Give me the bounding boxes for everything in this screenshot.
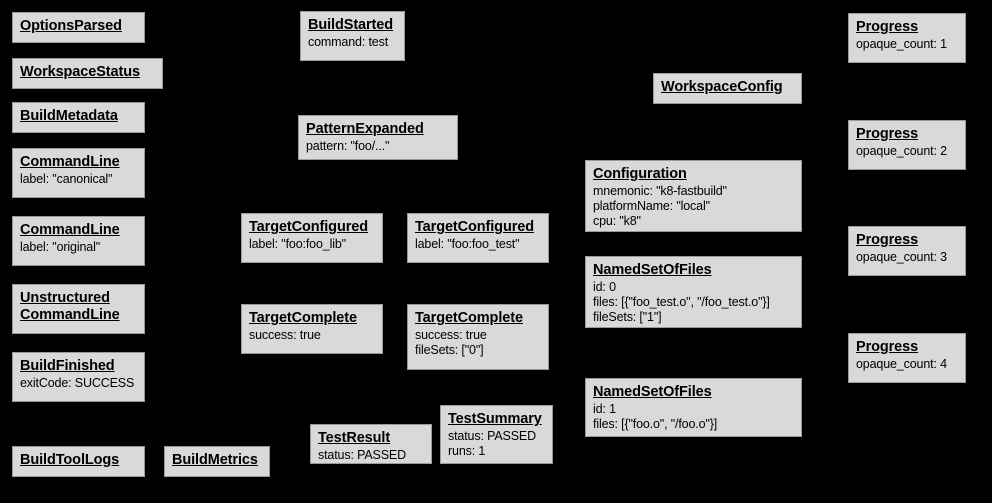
event-node-command-line-original[interactable]: CommandLine label: "original" [12, 216, 145, 266]
event-node-target-configured-foo-lib[interactable]: TargetConfigured label: "foo:foo_lib" [241, 213, 383, 263]
event-node-build-tool-logs[interactable]: BuildToolLogs [12, 446, 145, 477]
event-node-field: status: PASSED [448, 429, 536, 444]
event-node-title: TargetComplete [249, 310, 357, 326]
event-node-workspace-config[interactable]: WorkspaceConfig [653, 73, 802, 104]
event-node-target-complete-lib[interactable]: TargetComplete success: true [241, 304, 383, 354]
event-node-field: label: "foo:foo_lib" [249, 237, 346, 252]
event-node-progress-3[interactable]: Progress opaque_count: 3 [848, 226, 966, 276]
event-node-title: NamedSetOfFiles [593, 384, 712, 400]
event-node-title: CommandLine [20, 154, 120, 170]
event-node-build-started[interactable]: BuildStarted command: test [300, 11, 405, 61]
event-node-title: CommandLine [20, 222, 120, 238]
event-node-configuration[interactable]: Configuration mnemonic: "k8-fastbuild"pla… [585, 160, 802, 232]
event-node-command-line-canonical[interactable]: CommandLine label: "canonical" [12, 148, 145, 198]
event-node-title: Progress [856, 339, 919, 355]
event-node-field: status: PASSED [318, 448, 406, 463]
event-node-unstructured-command-line[interactable]: Unstructured CommandLine [12, 284, 145, 334]
event-node-field: files: [{"foo.o", "/foo.o"}] [593, 416, 718, 431]
event-node-field: success: true [249, 328, 321, 343]
event-node-title: PatternExpanded [306, 121, 424, 137]
event-node-field: fileSets: ["0"] [415, 342, 484, 357]
event-node-test-result[interactable]: TestResult status: PASSED [310, 424, 432, 464]
event-node-title: NamedSetOfFiles [593, 262, 712, 278]
event-node-options-parsed[interactable]: OptionsParsed [12, 12, 145, 43]
event-node-progress-1[interactable]: Progress opaque_count: 1 [848, 13, 966, 63]
event-node-progress-2[interactable]: Progress opaque_count: 2 [848, 120, 966, 170]
event-node-title: WorkspaceConfig [661, 79, 783, 95]
event-node-field: label: "original" [20, 240, 100, 255]
event-node-pattern-expanded[interactable]: PatternExpanded pattern: "foo/..." [298, 115, 458, 160]
event-node-target-configured-foo-test[interactable]: TargetConfigured label: "foo:foo_test" [407, 213, 549, 263]
event-node-field: opaque_count: 2 [856, 144, 947, 159]
event-node-title: Progress [856, 126, 919, 142]
event-node-title: OptionsParsed [20, 18, 122, 34]
event-node-title: BuildMetadata [20, 108, 118, 124]
event-node-field: files: [{"foo_test.o", "/foo_test.o"}] [593, 294, 770, 309]
event-node-title: BuildMetrics [172, 452, 258, 468]
event-node-title: TargetComplete [415, 310, 523, 326]
event-node-build-metrics[interactable]: BuildMetrics [164, 446, 270, 477]
event-node-title: TestSummary [448, 411, 542, 427]
event-node-field: runs: 1 [448, 443, 486, 458]
event-node-field: command: test [308, 35, 389, 50]
event-node-title: BuildToolLogs [20, 452, 120, 468]
event-node-field: exitCode: SUCCESS [20, 376, 135, 391]
event-node-title: Configuration [593, 166, 687, 182]
event-node-field: platformName: "local" [593, 198, 710, 213]
event-node-title: TargetConfigured [249, 219, 368, 235]
event-node-field: id: 1 [593, 402, 616, 417]
event-node-field: opaque_count: 3 [856, 250, 947, 265]
event-node-build-metadata[interactable]: BuildMetadata [12, 102, 145, 133]
event-node-field: id: 0 [593, 280, 616, 295]
event-node-build-finished[interactable]: BuildFinished exitCode: SUCCESS [12, 352, 145, 402]
event-node-title: BuildFinished [20, 358, 115, 374]
event-node-title: BuildStarted [308, 17, 394, 33]
event-node-field: opaque_count: 4 [856, 357, 947, 372]
event-node-title: Unstructured CommandLine [20, 290, 120, 324]
event-node-title: Progress [856, 19, 919, 35]
event-node-progress-4[interactable]: Progress opaque_count: 4 [848, 333, 966, 383]
event-node-title: TestResult [318, 430, 391, 446]
event-node-field: success: true [415, 328, 487, 343]
event-node-workspace-status[interactable]: WorkspaceStatus [12, 58, 163, 89]
event-node-title: TargetConfigured [415, 219, 534, 235]
event-node-title: WorkspaceStatus [20, 64, 140, 80]
event-node-field: cpu: "k8" [593, 213, 641, 228]
event-node-title: Progress [856, 232, 919, 248]
event-node-field: mnemonic: "k8-fastbuild" [593, 184, 727, 199]
event-node-field: label: "canonical" [20, 172, 113, 187]
event-node-field: fileSets: ["1"] [593, 309, 662, 324]
event-node-field: label: "foo:foo_test" [415, 237, 520, 252]
event-node-field: opaque_count: 1 [856, 37, 947, 52]
event-node-field: pattern: "foo/..." [306, 139, 390, 154]
